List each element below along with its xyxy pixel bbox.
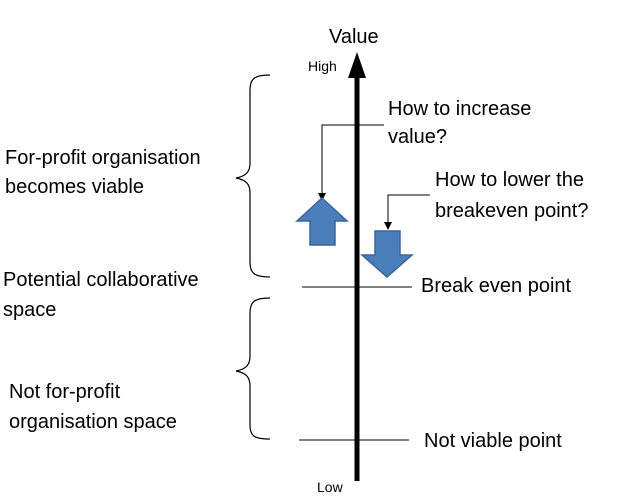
- lower-breakeven-pointer: [387, 194, 430, 224]
- upper-zone-label-line2: becomes viable: [5, 176, 144, 198]
- upper-zone-brace: [235, 74, 271, 278]
- increase-value-pointer: [321, 124, 384, 195]
- lower-breakeven-question-line2: breakeven point?: [435, 200, 589, 222]
- middle-zone-label-line2: space: [3, 299, 57, 321]
- increase-arrow-icon: [295, 196, 349, 246]
- increase-value-question-line1: How to increase: [388, 98, 532, 120]
- axis-high-label: High: [308, 58, 337, 74]
- lower-zone-label-line1: Not for-profit: [9, 381, 121, 403]
- value-axis-arrowhead: [348, 52, 366, 78]
- upper-zone-label-line1: For-profit organisation: [5, 147, 201, 169]
- lower-zone-brace: [235, 297, 271, 440]
- lower-breakeven-question-line1: How to lower the: [435, 169, 584, 191]
- increase-value-question-line2: value?: [388, 126, 447, 148]
- decrease-arrow-icon: [360, 230, 414, 278]
- lower-breakeven-pointer-head: [384, 222, 392, 230]
- middle-zone-label-line1: Potential collaborative: [3, 269, 199, 291]
- not-viable-label: Not viable point: [424, 430, 562, 452]
- lower-zone-label-line2: organisation space: [9, 411, 177, 433]
- break-even-label: Break even point: [421, 275, 572, 297]
- axis-title: Value: [329, 26, 379, 48]
- axis-low-label: Low: [317, 479, 343, 495]
